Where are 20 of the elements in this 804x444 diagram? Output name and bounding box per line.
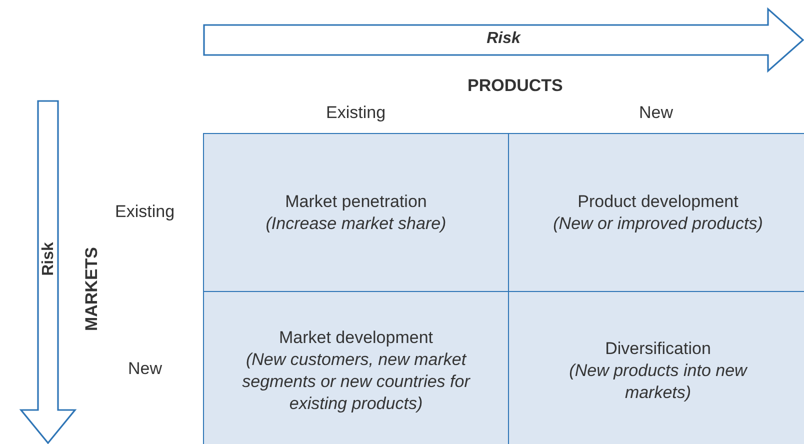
matrix-cell	[203, 133, 509, 292]
column-header: Existing	[326, 103, 386, 123]
strategy-description: (New customers, new market segments or new countries for existing products)	[241, 349, 472, 415]
matrix-cell	[203, 291, 509, 444]
row-header: New	[128, 359, 162, 379]
strategy-title: Diversification	[605, 338, 711, 360]
strategy-description: (New or improved products)	[553, 212, 763, 234]
arrow-label: Risk	[486, 30, 520, 48]
strategy-description: (New products into new markets)	[568, 360, 748, 404]
matrix-cell	[508, 291, 804, 444]
column-header: New	[639, 103, 674, 123]
row-header: Existing	[115, 202, 175, 222]
axis-title: PRODUCTS	[468, 76, 563, 96]
strategy-title: Market development	[278, 327, 434, 349]
arrow-label: Risk	[40, 242, 58, 276]
matrix-cell	[508, 133, 804, 292]
strategy-description: (Increase market share)	[266, 212, 446, 234]
strategy-title: Market penetration	[285, 190, 427, 212]
axis-title: MARKETS	[82, 246, 102, 332]
strategy-title: Product development	[578, 190, 738, 212]
